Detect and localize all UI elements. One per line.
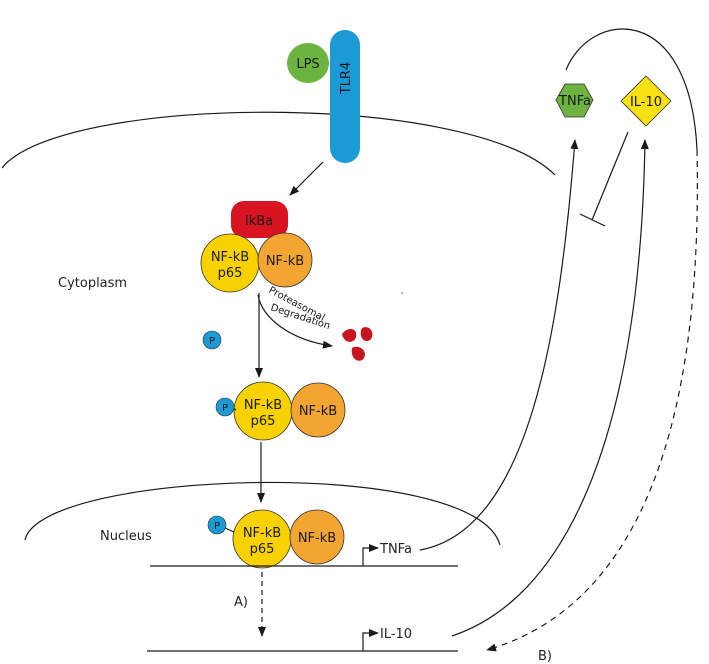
lps-label: LPS [296, 57, 319, 72]
phosphate-bound-1 [215, 397, 235, 417]
lps-molecule [287, 43, 329, 83]
stray-dot [401, 292, 403, 294]
tnfa-gene-label: TNFa [379, 542, 412, 557]
nfkb-p65-label-1b: p65 [218, 266, 243, 281]
il10-inhibition-line [591, 131, 629, 221]
nfkb-label-1: NF-kB [266, 254, 304, 269]
degradation-arrow [257, 294, 333, 349]
ikba-label: IkBa [245, 214, 273, 229]
nuclear-membrane [24, 481, 501, 546]
phosphate-bound-2-label: P [214, 521, 220, 532]
il10-secretion-path [451, 139, 649, 637]
nfkb-p65-label-1a: NF-kB [211, 250, 249, 265]
cytoplasm-label: Cytoplasm [58, 276, 127, 291]
pathway-a-label: A) [234, 595, 248, 610]
il10-cytokine [620, 75, 672, 127]
nfkb-label-3: NF-kB [298, 531, 336, 546]
nfkb-p65-label-2a: NF-kB [244, 398, 282, 413]
nfkb-subunit-nucleus [289, 509, 345, 565]
phosphate-free [202, 330, 222, 350]
phosphate-bound-1-label: P [222, 403, 228, 414]
il10-cytokine-label: IL-10 [630, 95, 662, 110]
tnfa-cytokine [555, 83, 594, 118]
tnfa-cytokine-label: TNFa [558, 94, 591, 109]
pathway-b-label: B) [538, 649, 552, 664]
ikba-molecule [231, 201, 288, 238]
tnfa-promoter-arrow [362, 544, 379, 566]
tnfa-secretion-path [419, 139, 579, 551]
nfkb-p65-label-2b: p65 [251, 414, 276, 429]
il10-gene-label: IL-10 [380, 627, 412, 642]
nfkb-label-2: NF-kB [299, 404, 337, 419]
il10-inhibition-bar [579, 213, 606, 227]
nfkb-subunit-phospho [290, 382, 346, 438]
degraded-ikba-fragments [342, 327, 373, 361]
feedback-loop-dashed [486, 149, 698, 652]
tlr4-label: TLR4 [339, 62, 354, 96]
cell-membrane [1, 111, 556, 176]
nfkb-p65-label-3b: p65 [250, 542, 275, 557]
nfkb-p65-label-3a: NF-kB [243, 526, 281, 541]
phosphate-free-label: P [209, 336, 215, 347]
phosphate-bound-2 [207, 515, 227, 535]
tlr4-receptor [330, 30, 360, 163]
feedback-loop-solid [565, 28, 698, 151]
nfkb-subunit-cytoplasm [257, 232, 313, 288]
il10-promoter-arrow [362, 629, 379, 651]
nucleus-label: Nucleus [100, 529, 152, 544]
tlr4-to-ikba-arrow [289, 161, 324, 196]
